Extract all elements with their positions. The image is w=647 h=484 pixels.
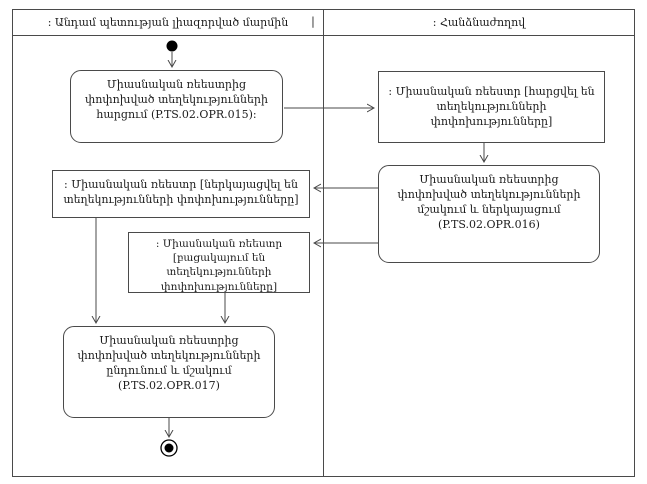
lane-title: : Հանձնաժողով xyxy=(432,16,526,29)
activity-node-opr015: Միասնական ռեեստրից փոփոխված տեղեկություն… xyxy=(70,70,283,143)
lane-header-commission: : Հանձնաժողով xyxy=(323,9,635,36)
object-node-label: : Միասնական ռեեստր [բացակայում են տեղեկո… xyxy=(155,238,283,293)
object-node-label: : Միասնական ռեեստր [ներկայացվել են տեղեկ… xyxy=(63,178,299,206)
activity-node-opr017: Միասնական ռեեստրից փոփոխված տեղեկություն… xyxy=(63,326,275,418)
header-tick-icon: | xyxy=(311,15,315,28)
object-node-label: : Միասնական ռեեստր [հարցվել են տեղեկությ… xyxy=(388,85,595,128)
activity-node-label: Միասնական ռեեստրից փոփոխված տեղեկություն… xyxy=(397,173,581,231)
object-node-changes-submitted: : Միասնական ռեեստր [ներկայացվել են տեղեկ… xyxy=(52,170,310,218)
object-node-changes-requested: : Միասնական ռեեստր [հարցվել են տեղեկությ… xyxy=(378,71,605,143)
activity-node-opr016: Միասնական ռեեստրից փոփոխված տեղեկություն… xyxy=(378,165,600,263)
activity-node-label: Միասնական ռեեստրից փոփոխված տեղեկություն… xyxy=(77,334,261,392)
lane-header-authorized-body: : Անդամ պետության լիազորված մարմին xyxy=(12,9,324,36)
lane-divider xyxy=(323,9,324,477)
activity-node-label: Միասնական ռեեստրից փոփոխված տեղեկություն… xyxy=(85,78,268,121)
lane-title: : Անդամ պետության լիազորված մարմին xyxy=(47,16,289,29)
object-node-changes-absent: : Միասնական ռեեստր [բացակայում են տեղեկո… xyxy=(128,232,310,293)
